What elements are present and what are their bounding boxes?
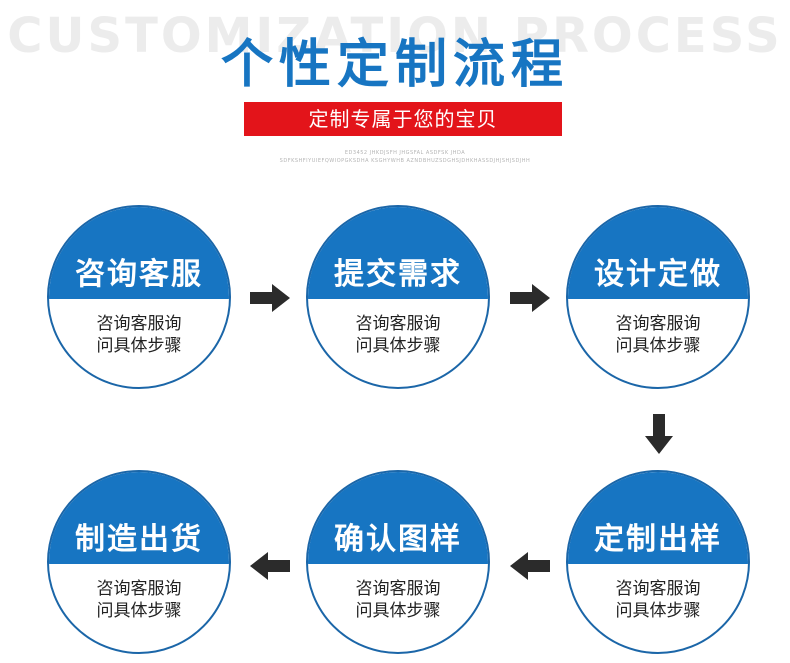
step-description: 咨询客服询 问具体步骤 xyxy=(308,578,488,622)
step-header-band xyxy=(308,207,488,299)
step-description-line: 咨询客服询 xyxy=(96,314,182,334)
step-description-line: 问具体步骤 xyxy=(96,336,182,356)
step-header-band xyxy=(49,472,229,564)
arrow-left-icon xyxy=(510,552,550,580)
step-title: 确认图样 xyxy=(334,522,462,557)
step-description: 咨询客服询 问具体步骤 xyxy=(49,578,229,622)
step-description: 咨询客服询 问具体步骤 xyxy=(308,313,488,357)
background-title: CUSTOMIZATION PROCESS xyxy=(7,8,783,64)
step-description-line: 问具体步骤 xyxy=(355,336,441,356)
step-custom-sample: 定制出样 咨询客服询 问具体步骤 xyxy=(566,470,750,654)
step-submit-requirements: 提交需求 咨询客服询 问具体步骤 xyxy=(306,205,490,389)
step-confirm-design: 确认图样 咨询客服询 问具体步骤 xyxy=(306,470,490,654)
step-header-band xyxy=(308,472,488,564)
step-consult-service: 咨询客服 咨询客服询 问具体步骤 xyxy=(47,205,231,389)
step-header-band xyxy=(568,472,748,564)
step-description-line: 问具体步骤 xyxy=(96,601,182,621)
arrow-right-icon xyxy=(510,284,550,312)
step-description: 咨询客服询 问具体步骤 xyxy=(568,313,748,357)
step-description-line: 问具体步骤 xyxy=(615,601,701,621)
step-header-band xyxy=(568,207,748,299)
step-description-line: 咨询客服询 xyxy=(96,579,182,599)
step-title: 制造出货 xyxy=(75,522,203,557)
decorative-text-line: ED3452 JHKDJSFH JHGSFAL ASDFSK JHDA xyxy=(344,150,466,156)
step-description-line: 咨询客服询 xyxy=(355,314,441,334)
step-title: 提交需求 xyxy=(334,257,462,292)
step-description: 咨询客服询 问具体步骤 xyxy=(568,578,748,622)
step-description-line: 问具体步骤 xyxy=(615,336,701,356)
subtitle-banner: 定制专属于您的宝贝 xyxy=(244,102,562,136)
arrow-down-icon xyxy=(645,414,673,454)
decorative-text-line: SDFKSHFIYUIEFQWIOPGKSDHA KSGHYWHB AZNDBH… xyxy=(279,158,531,164)
page-title: 个性定制流程 xyxy=(220,35,569,95)
step-header-band xyxy=(49,207,229,299)
step-description-line: 咨询客服询 xyxy=(615,579,701,599)
step-description-line: 问具体步骤 xyxy=(355,601,441,621)
step-title: 定制出样 xyxy=(594,522,722,557)
step-design-custom: 设计定做 咨询客服询 问具体步骤 xyxy=(566,205,750,389)
step-description-line: 咨询客服询 xyxy=(615,314,701,334)
step-title: 咨询客服 xyxy=(75,257,203,292)
step-manufacture-ship: 制造出货 咨询客服询 问具体步骤 xyxy=(47,470,231,654)
step-description: 咨询客服询 问具体步骤 xyxy=(49,313,229,357)
step-description-line: 咨询客服询 xyxy=(355,579,441,599)
arrow-right-icon xyxy=(250,284,290,312)
arrow-left-icon xyxy=(250,552,290,580)
step-title: 设计定做 xyxy=(594,257,722,292)
